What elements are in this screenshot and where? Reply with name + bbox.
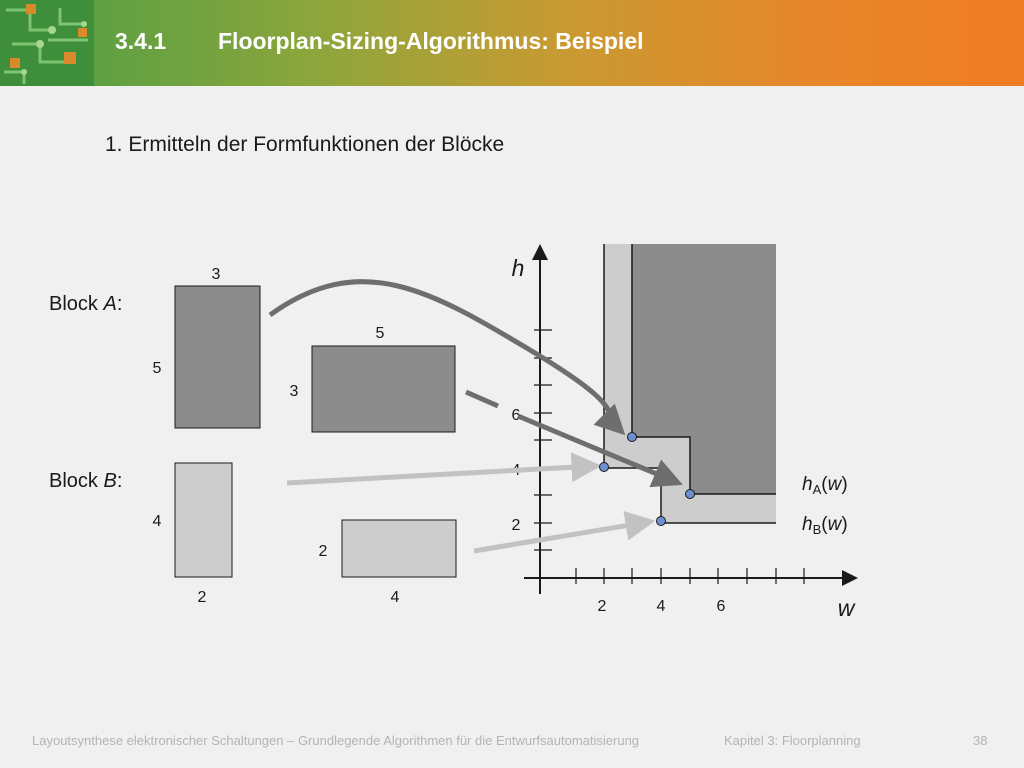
arrow-block-a-upright (268, 279, 626, 436)
arrow-block-a-rotated-stub (464, 389, 500, 409)
block-b-upright-width: 2 (198, 589, 207, 606)
block-b-rect-upright (174, 462, 233, 578)
ha-function-label: hA(w) (802, 474, 848, 497)
block-a-rotated-height: 3 (290, 383, 299, 400)
hb-corner-point-4-2 (656, 516, 666, 526)
arrow-block-b-upright (286, 452, 602, 486)
block-a-rotated-width: 5 (376, 325, 385, 342)
slide-title: Floorplan-Sizing-Algorithmus: Beispiel (218, 28, 644, 54)
block-a-rect-rotated (311, 345, 456, 433)
block-b-upright-height: 4 (153, 513, 162, 530)
w-tick-label-4: 4 (657, 598, 666, 615)
arrow-block-b-rotated (473, 510, 656, 554)
section-number: 3.4.1 (115, 28, 167, 54)
footer-course-title: Layoutsynthese elektronischer Schaltunge… (32, 733, 640, 748)
w-axis-ticks (575, 568, 805, 584)
step-heading: 1. Ermitteln der Formfunktionen der Blöc… (105, 133, 505, 156)
shape-function-diagram: Block A: Block B: 3 5 5 3 4 2 2 4 (49, 244, 858, 621)
block-a-rect-upright (174, 285, 261, 429)
circuit-logo-icon (0, 0, 94, 86)
shape-region-a (632, 244, 776, 494)
block-a-upright-width: 3 (212, 266, 221, 283)
w-tick-label-6: 6 (717, 598, 726, 615)
ha-corner-point-5-3 (685, 489, 695, 499)
arrow-block-a-rotated (517, 413, 683, 488)
hb-function-label: hB(w) (802, 514, 848, 537)
title-bar: 3.4.1 Floorplan-Sizing-Algorithmus: Beis… (0, 0, 1024, 86)
block-b-rect-rotated (341, 519, 457, 578)
logo (0, 0, 94, 86)
block-b-rotated-width: 4 (391, 589, 400, 606)
block-b-rotated-height: 2 (319, 543, 328, 560)
h-axis-label: h (512, 255, 525, 281)
h-tick-label-2: 2 (512, 517, 521, 534)
block-a-label: Block A: (49, 293, 122, 315)
hb-corner-point-2-4 (599, 462, 609, 472)
w-tick-label-2: 2 (598, 598, 607, 615)
block-a-upright-height: 5 (153, 360, 162, 377)
footer-page-number: 38 (973, 733, 988, 748)
shape-function-ha-curve (631, 244, 776, 495)
block-b-label: Block B: (49, 470, 122, 492)
footer-chapter: Kapitel 3: Floorplanning (724, 733, 861, 748)
h-tick-label-6: 6 (512, 407, 521, 424)
w-axis-label: w (838, 595, 856, 621)
ha-corner-point-3-5 (627, 432, 637, 442)
